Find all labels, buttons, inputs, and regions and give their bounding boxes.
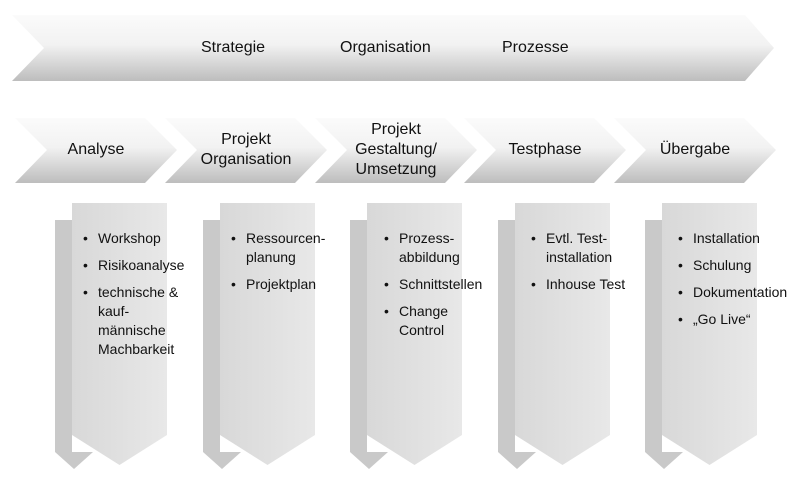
bullet-list-uebergabe: InstallationSchulungDokumentation „Go Liv…	[678, 229, 796, 337]
bullet-item-line: Evtl. Test-	[546, 230, 608, 246]
bullet-list-testphase: Evtl. Test-installationInhouse Test	[531, 229, 646, 302]
phase-title-line: Übergabe	[659, 141, 731, 158]
bullet-item-line: Control	[399, 322, 445, 338]
phase-title-line: Umsetzung	[355, 161, 437, 178]
bullet-item: „Go Live“	[678, 310, 796, 329]
bullet-item: Prozess-abbildung	[384, 229, 499, 267]
bullet-item-line: Machbarkeit	[98, 341, 175, 357]
bullet-item: Risikoanalyse	[83, 256, 198, 275]
bullet-item: Installation	[678, 229, 796, 248]
top-label-organisation: Organisation	[340, 39, 431, 56]
bullet-item-line: kauf-	[98, 303, 130, 319]
bullet-item-line: Change	[399, 303, 449, 319]
top-label-prozesse: Prozesse	[502, 39, 569, 56]
phase-title-line: Testphase	[508, 141, 582, 158]
top-banner-arrow	[12, 15, 774, 81]
bullet-list-analyse: WorkshopRisikoanalyse technische & kauf-mä…	[83, 229, 198, 367]
phase-title-analyse: Analyse	[40, 118, 152, 182]
bullet-item-line: installation	[546, 249, 613, 265]
bullet-item-line: Dokumentation	[693, 284, 788, 300]
phase-arrow-analyse	[15, 118, 177, 183]
phase-title-uebergabe: Übergabe	[639, 118, 751, 182]
bullet-item-line: Schulung	[693, 257, 752, 273]
bullet-item: Evtl. Test-installation	[531, 229, 646, 267]
phase-title-line: Gestaltung/	[355, 141, 437, 158]
column-arrow-projekt-organisation	[203, 203, 315, 469]
bullet-item: Ressourcen-planung	[231, 229, 346, 267]
bullet-item-line: planung	[246, 249, 296, 265]
bullet-item-line: Ressourcen-	[246, 230, 326, 246]
bullet-item-line: Inhouse Test	[546, 276, 626, 292]
bullet-list-projekt-gestaltung: Prozess-abbildungSchnittstellenChangeCon…	[384, 229, 499, 348]
phase-title-testphase: Testphase	[489, 118, 601, 182]
bullet-item: Projektplan	[231, 275, 346, 294]
bullet-item: Schulung	[678, 256, 796, 275]
bullet-item-line: technische &	[98, 284, 179, 300]
bullet-item: Dokumentation	[678, 283, 796, 302]
top-label-strategie: Strategie	[201, 39, 266, 56]
bullet-item: Workshop	[83, 229, 198, 248]
phase-title-line: Projekt	[371, 121, 421, 138]
bullet-item-line: Prozess-	[399, 230, 455, 246]
bullet-item-line: männische	[98, 322, 166, 338]
phase-title-line: Organisation	[200, 151, 292, 168]
bullet-item-line: Risikoanalyse	[98, 257, 185, 273]
phase-arrow-uebergabe	[614, 118, 776, 183]
bullet-item-line: Installation	[693, 230, 760, 246]
phase-title-line: Analyse	[67, 141, 125, 158]
column-arrow-testphase	[498, 203, 610, 469]
phase-title-line: Projekt	[221, 131, 271, 148]
bullet-item-line: Workshop	[98, 230, 161, 246]
phase-arrow-projekt-gestaltung	[315, 118, 477, 183]
bullet-item-line: abbildung	[399, 249, 460, 265]
bullet-item-line: Schnittstellen	[399, 276, 483, 292]
phase-arrow-projekt-organisation	[165, 118, 327, 183]
bullet-item: Schnittstellen	[384, 275, 499, 294]
bullet-item-line: Projektplan	[246, 276, 317, 292]
bullet-list-projekt-organisation: Ressourcen-planungProjektplan	[231, 229, 346, 302]
bullet-item: Inhouse Test	[531, 275, 646, 294]
bullet-item-line: „Go Live“	[693, 311, 751, 327]
phase-arrow-testphase	[464, 118, 626, 183]
